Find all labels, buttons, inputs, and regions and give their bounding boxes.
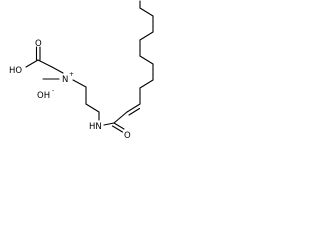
bonds bbox=[25, 0, 154, 133]
atom-ammonium-n: N bbox=[62, 75, 68, 85]
bond-ca-cb-inner bbox=[128, 107, 141, 116]
bond-n-c1 bbox=[72, 79, 87, 88]
bond-tail-8 bbox=[139, 7, 154, 17]
atom-hydroxyl: HO bbox=[9, 66, 22, 76]
bond-co-ca bbox=[113, 111, 128, 124]
bond-ch2-n bbox=[51, 66, 64, 74]
bond-c-oh bbox=[25, 59, 39, 68]
bond-c-ch2 bbox=[37, 59, 53, 68]
atom-labels: O HO N + OH - HN O bbox=[9, 39, 131, 141]
bond-ca-cb bbox=[126, 103, 141, 113]
atom-amide-nh: HN bbox=[89, 122, 102, 132]
atom-amide-o: O bbox=[124, 131, 131, 141]
atom-hydroxide: OH bbox=[37, 91, 50, 101]
atom-ammonium-charge: + bbox=[69, 71, 74, 78]
bond-amide-c-o-a bbox=[113, 122, 125, 130]
atom-hydroxide-charge: - bbox=[52, 87, 54, 94]
bond-nh-co bbox=[103, 122, 115, 126]
atom-o-acid: O bbox=[35, 39, 42, 49]
bond-amide-c-o-b bbox=[111, 125, 124, 133]
bond-tail-6 bbox=[139, 31, 154, 41]
structure-diagram: O HO N + OH - HN O bbox=[9, 0, 154, 141]
bond-tail-4 bbox=[139, 55, 154, 65]
bond-c2-c3 bbox=[85, 103, 100, 113]
bond-tail-2 bbox=[139, 79, 154, 89]
